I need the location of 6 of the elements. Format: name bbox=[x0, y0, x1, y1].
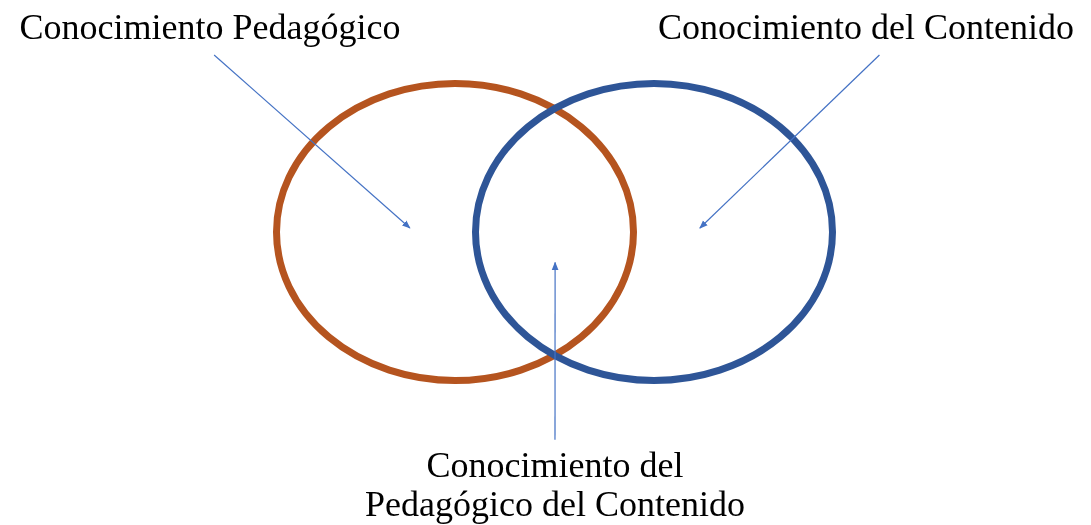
set-label: Conocimiento Pedagógico bbox=[4, 8, 416, 48]
set-label: Conocimiento del Contenido bbox=[642, 8, 1090, 48]
leader-line bbox=[551, 261, 559, 441]
set-label: Conocimiento del Pedagógico del Contenido bbox=[345, 446, 765, 524]
leader-line bbox=[699, 54, 881, 229]
leader-line bbox=[213, 54, 411, 229]
